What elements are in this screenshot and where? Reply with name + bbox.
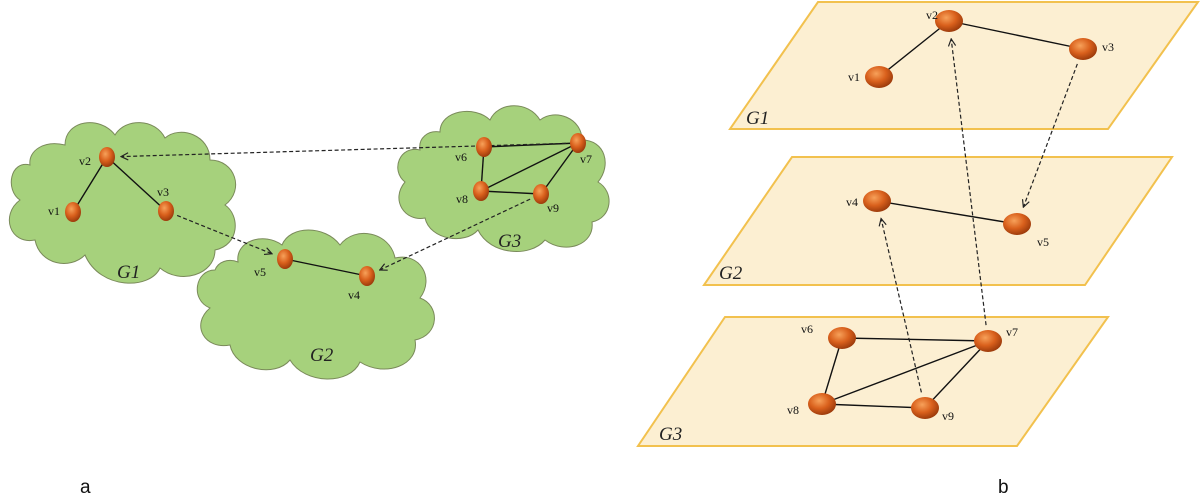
node-label-a-v1: v1 — [48, 204, 60, 218]
node-label-a-v4: v4 — [348, 288, 360, 302]
node-label-b-v3: v3 — [1102, 40, 1114, 54]
group-label-b-G1: G1 — [746, 108, 769, 129]
group-label-a-G1: G1 — [117, 262, 140, 283]
edge-a-v2-v3 — [106, 156, 167, 212]
node-b-v1 — [865, 66, 893, 88]
edges-layer — [72, 20, 1084, 409]
arrow-b-v7-v2 — [951, 39, 987, 326]
node-a-v1 — [65, 202, 81, 222]
edge-a-v7-v8 — [480, 142, 579, 192]
node-label-b-v1: v1 — [848, 70, 860, 84]
edge-b-v8-v9 — [821, 403, 926, 409]
node-label-b-v7: v7 — [1006, 325, 1018, 339]
edge-b-v8-v7 — [821, 340, 989, 405]
node-label-b-v5: v5 — [1037, 235, 1049, 249]
node-b-v4 — [863, 190, 891, 212]
node-b-v7 — [974, 330, 1002, 352]
edge-a-v4-v5 — [284, 258, 368, 277]
node-label-b-v8: v8 — [787, 403, 799, 417]
node-label-b-v6: v6 — [801, 322, 813, 336]
plane-g1 — [728, 0, 1200, 130]
node-label-b-v9: v9 — [942, 409, 954, 423]
node-b-v5 — [1003, 213, 1031, 235]
node-a-v3 — [158, 201, 174, 221]
arrow-b-v9-v4 — [881, 219, 922, 393]
cloud-g2 — [196, 229, 435, 380]
edge-a-v1-v2 — [72, 156, 108, 213]
node-label-b-v2: v2 — [926, 8, 938, 22]
node-label-a-v8: v8 — [456, 192, 468, 206]
panel-label-a: a — [80, 477, 91, 497]
nodes-layer — [65, 10, 1097, 419]
edge-b-v1-v2 — [878, 20, 950, 78]
node-label-a-v7: v7 — [580, 152, 592, 166]
plane-g2 — [702, 156, 1174, 286]
group-label-a-G2: G2 — [310, 345, 334, 366]
node-b-v9 — [911, 397, 939, 419]
group-label-b-G2: G2 — [719, 263, 743, 284]
edge-b-v6-v7 — [841, 337, 989, 342]
node-b-v6 — [828, 327, 856, 349]
node-label-a-v5: v5 — [254, 265, 266, 279]
node-b-v3 — [1069, 38, 1097, 60]
group-label-a-G3: G3 — [498, 231, 521, 252]
panel-label-b: b — [998, 477, 1009, 497]
cloud-g3 — [397, 105, 610, 252]
node-a-v4 — [359, 266, 375, 286]
edge-b-v2-v3 — [948, 20, 1084, 50]
node-a-v8 — [473, 181, 489, 201]
edge-b-v6-v8 — [821, 337, 843, 405]
edge-a-v8-v9 — [480, 190, 542, 195]
node-label-b-v4: v4 — [846, 195, 858, 209]
arrow-a-v9-v4 — [380, 198, 531, 270]
node-a-v2 — [99, 147, 115, 167]
node-a-v5 — [277, 249, 293, 269]
edge-b-v9-v7 — [924, 340, 989, 409]
arrow-a-v3-v5 — [176, 214, 272, 253]
plane-g3 — [636, 316, 1110, 447]
node-label-a-v2: v2 — [79, 154, 91, 168]
cloud-g1 — [8, 122, 237, 284]
edge-b-v4-v5 — [876, 200, 1018, 225]
node-label-a-v9: v9 — [547, 201, 559, 215]
node-label-a-v6: v6 — [455, 150, 467, 164]
group-label-b-G3: G3 — [659, 424, 682, 445]
node-label-a-v3: v3 — [157, 185, 169, 199]
node-b-v2 — [935, 10, 963, 32]
node-a-v9 — [533, 184, 549, 204]
edge-a-v7-v9 — [540, 142, 579, 195]
node-b-v8 — [808, 393, 836, 415]
node-a-v6 — [476, 137, 492, 157]
node-a-v7 — [570, 133, 586, 153]
